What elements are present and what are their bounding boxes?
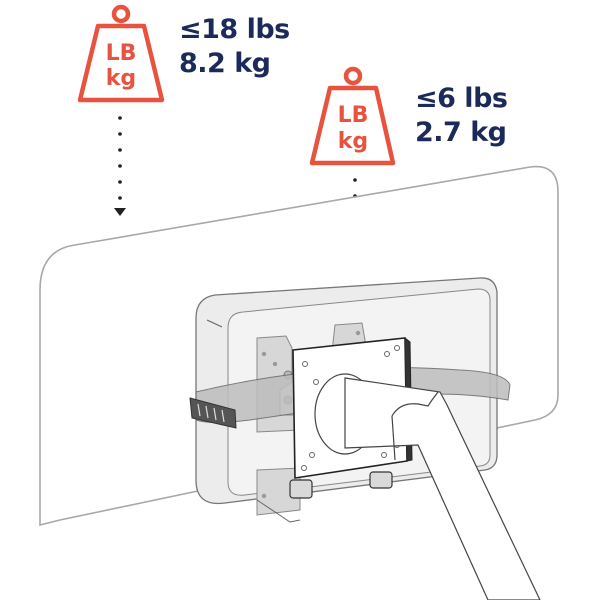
weight-limit-mini-pc: ≤6 lbs 2.7 kg <box>415 82 508 150</box>
strap-buckle <box>189 397 237 429</box>
weight-icon-bottom-text: kg <box>338 129 368 154</box>
weight-icon-bottom-text: kg <box>106 66 136 91</box>
weight-limit-monitor: ≤18 lbs 8.2 kg <box>179 13 290 81</box>
weight-icon-top-text: LB <box>106 41 137 66</box>
mini-pc-feet <box>289 471 393 499</box>
weight-limit-kg: 2.7 kg <box>415 117 507 148</box>
weight-limit-lbs: ≤18 lbs <box>179 14 290 45</box>
weight-icon <box>77 4 165 103</box>
weight-icon-top-text: LB <box>338 103 369 128</box>
dotted-arrow-monitor <box>114 116 126 216</box>
weight-limit-kg: 8.2 kg <box>179 48 271 79</box>
weight-icon <box>309 66 396 166</box>
weight-limit-lbs: ≤6 lbs <box>415 83 508 114</box>
